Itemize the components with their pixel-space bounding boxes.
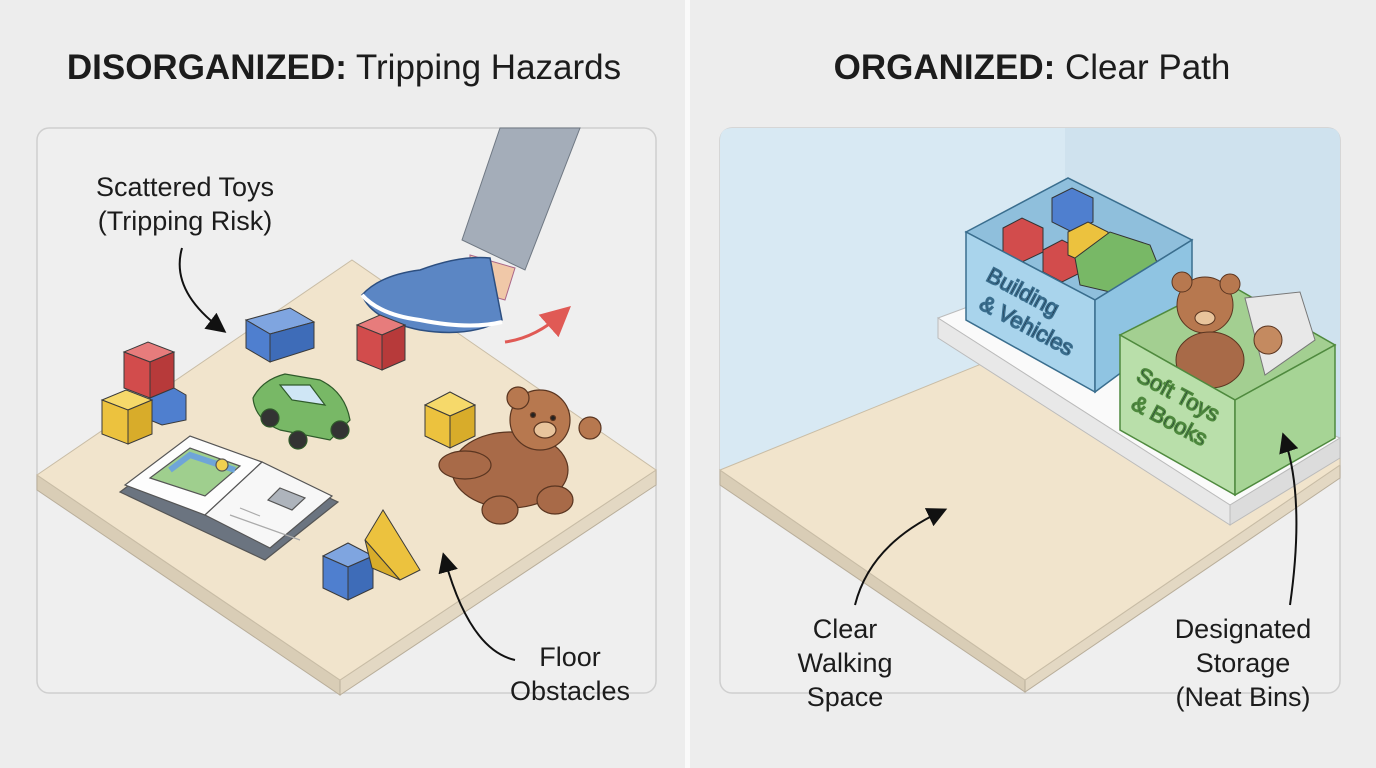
- panel-divider: [685, 0, 690, 768]
- callout-line: Obstacles: [509, 676, 631, 706]
- callout-line: Clear: [812, 614, 878, 644]
- callout-line: Space: [806, 682, 884, 712]
- red-block: [355, 314, 407, 371]
- trip-motion-arrow: [504, 306, 571, 344]
- right-panel-title: ORGANIZED: Clear Path: [688, 48, 1376, 88]
- left-panel-title: DISORGANIZED: Tripping Hazards: [0, 48, 688, 88]
- messy-floor: [36, 259, 657, 696]
- callout-line: Walking: [797, 648, 893, 678]
- title-bold: ORGANIZED:: [833, 48, 1056, 87]
- open-book: [118, 435, 340, 561]
- teddy-bear: [438, 386, 602, 525]
- blue-block: [244, 307, 316, 363]
- floor-obstacles-callout: Floor Obstacles: [480, 640, 660, 708]
- toy-car: [252, 373, 351, 450]
- title-rest: Tripping Hazards: [346, 48, 622, 87]
- callout-line: Designated: [1174, 614, 1312, 644]
- callout-line: Storage: [1195, 648, 1291, 678]
- yellow-triangle-block: [364, 509, 421, 581]
- storage-arrow: [1279, 432, 1299, 606]
- floor-obstacles-arrow: [438, 552, 516, 661]
- back-wall-left: [720, 128, 1065, 470]
- red-block-stack: [122, 341, 176, 399]
- designated-storage-callout: Designated Storage (Neat Bins): [1148, 612, 1338, 714]
- title-rest: Clear Path: [1055, 48, 1231, 87]
- toy-blocks: [100, 307, 477, 601]
- blue-block-3: [321, 542, 375, 601]
- callout-line: Scattered Toys: [95, 172, 275, 202]
- scattered-toys-callout: Scattered Toys (Tripping Risk): [60, 170, 310, 238]
- yellow-block-2: [423, 391, 477, 449]
- callout-line: (Neat Bins): [1175, 682, 1311, 712]
- clear-walking-space-callout: Clear Walking Space: [770, 612, 920, 714]
- bin-soft-toys-books: Soft Toys & Books: [1118, 271, 1337, 497]
- bin-teddy-and-book: [1171, 271, 1316, 389]
- clear-space-arrow: [854, 508, 948, 606]
- callout-line: (Tripping Risk): [97, 206, 273, 236]
- right-scene: Building & Vehicles Soft Toys & Books: [718, 127, 1342, 694]
- title-bold: DISORGANIZED:: [66, 48, 347, 87]
- yellow-block: [100, 389, 154, 445]
- callout-line: Floor: [539, 642, 601, 672]
- left-scene: [36, 127, 657, 696]
- scattered-toys-arrow: [178, 247, 227, 333]
